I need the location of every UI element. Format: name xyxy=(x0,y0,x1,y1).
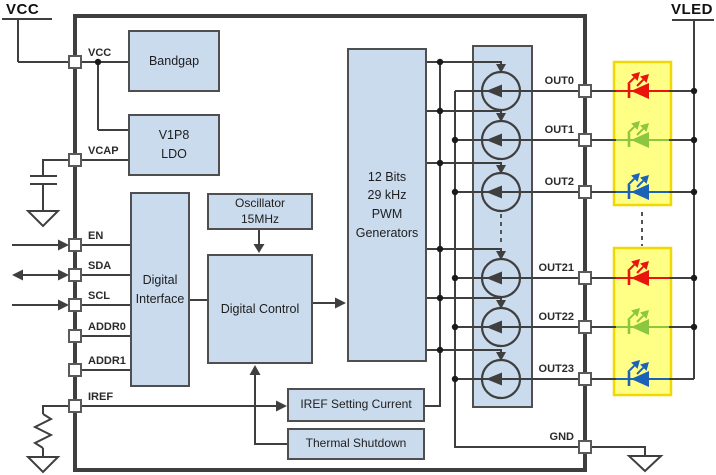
pin-vcap xyxy=(68,153,82,167)
pin-out2 xyxy=(578,185,592,199)
en-input-arrow xyxy=(12,239,69,251)
vcc-supply-label: VCC xyxy=(6,1,40,18)
vled-rail xyxy=(672,19,714,379)
block-digital-interface-label: Digital Interface xyxy=(135,272,185,306)
led-blue-icon xyxy=(616,173,669,200)
block-digital-control-label: Digital Control xyxy=(220,301,300,316)
block-pwm-generators-label: 12 Bits 29 kHz PWM Generators xyxy=(355,169,419,240)
pin-label-scl: SCL xyxy=(88,290,110,302)
led-group-highlight-bottom xyxy=(612,246,673,397)
block-thermal-shutdown-label: Thermal Shutdown xyxy=(305,436,407,451)
vcc-supply-net xyxy=(2,18,128,131)
block-thermal-shutdown: Thermal Shutdown xyxy=(287,428,425,460)
block-iref-setting-label: IREF Setting Current xyxy=(300,397,412,412)
vcap-net xyxy=(25,159,128,228)
pin-out1 xyxy=(578,133,592,147)
pin-label-vcc: VCC xyxy=(88,47,112,59)
block-digital-control: Digital Control xyxy=(207,254,313,364)
block-pwm-generators: 12 Bits 29 kHz PWM Generators xyxy=(347,48,427,362)
pin-label-gnd: GND xyxy=(549,431,574,443)
resistor-icon xyxy=(32,413,54,449)
block-oscillator-label: Oscillator 15MHz xyxy=(234,195,285,226)
pin-label-out2: OUT2 xyxy=(544,176,574,188)
block-ldo-label: V1P8 LDO xyxy=(158,128,190,161)
block-ldo: V1P8 LDO xyxy=(128,114,220,176)
pin-label-out22: OUT22 xyxy=(538,311,574,323)
gnd-pin xyxy=(578,440,592,454)
pin-label-en: EN xyxy=(88,230,104,242)
pin-label-sda: SDA xyxy=(88,260,112,272)
pin-vcc xyxy=(68,55,82,69)
iref-net xyxy=(25,400,287,474)
pin-label-out23: OUT23 xyxy=(538,363,574,375)
pin-out0 xyxy=(578,84,592,98)
ground-icon xyxy=(25,210,61,228)
block-bandgap-label: Bandgap xyxy=(148,53,200,68)
gnd-net xyxy=(578,440,664,473)
ground-icon xyxy=(25,456,61,474)
sda-bidir-arrow xyxy=(12,269,69,281)
pin-label-out1: OUT1 xyxy=(544,124,574,136)
pin-label-out21: OUT21 xyxy=(538,262,574,274)
pin-addr0 xyxy=(68,329,82,343)
iref-current-bus xyxy=(425,62,441,407)
pin-scl xyxy=(68,298,82,312)
thermal-to-control-arrow xyxy=(249,365,287,445)
pin-sda xyxy=(68,268,82,282)
led-red-icon xyxy=(616,259,669,286)
scl-input-arrow xyxy=(12,299,69,311)
led-green-icon xyxy=(616,121,669,148)
pin-out22 xyxy=(578,320,592,334)
pin-en xyxy=(68,238,82,252)
current-source-column xyxy=(472,45,533,408)
pin-out21 xyxy=(578,271,592,285)
led-green-icon xyxy=(616,308,669,335)
pin-addr1 xyxy=(68,363,82,377)
capacitor-icon xyxy=(30,175,57,185)
pin-label-vcap: VCAP xyxy=(88,145,119,157)
ground-icon xyxy=(626,455,664,473)
pin-label-addr0: ADDR0 xyxy=(88,321,126,333)
pin-label-out0: OUT0 xyxy=(544,75,574,87)
block-digital-interface: Digital Interface xyxy=(130,192,190,387)
led-red-icon xyxy=(616,72,669,99)
pin-label-addr1: ADDR1 xyxy=(88,355,126,367)
block-iref-setting: IREF Setting Current xyxy=(287,388,425,422)
block-oscillator: Oscillator 15MHz xyxy=(207,193,313,230)
oscillator-to-control-arrow xyxy=(253,230,265,253)
pin-out23 xyxy=(578,372,592,386)
pin-iref xyxy=(68,399,82,413)
control-to-pwm-arrow xyxy=(313,297,346,309)
led-blue-icon xyxy=(616,360,669,387)
block-bandgap: Bandgap xyxy=(128,30,220,92)
pin-label-iref: IREF xyxy=(88,391,114,403)
led-group-highlight-top xyxy=(612,60,673,207)
vled-supply-label: VLED xyxy=(670,1,713,18)
